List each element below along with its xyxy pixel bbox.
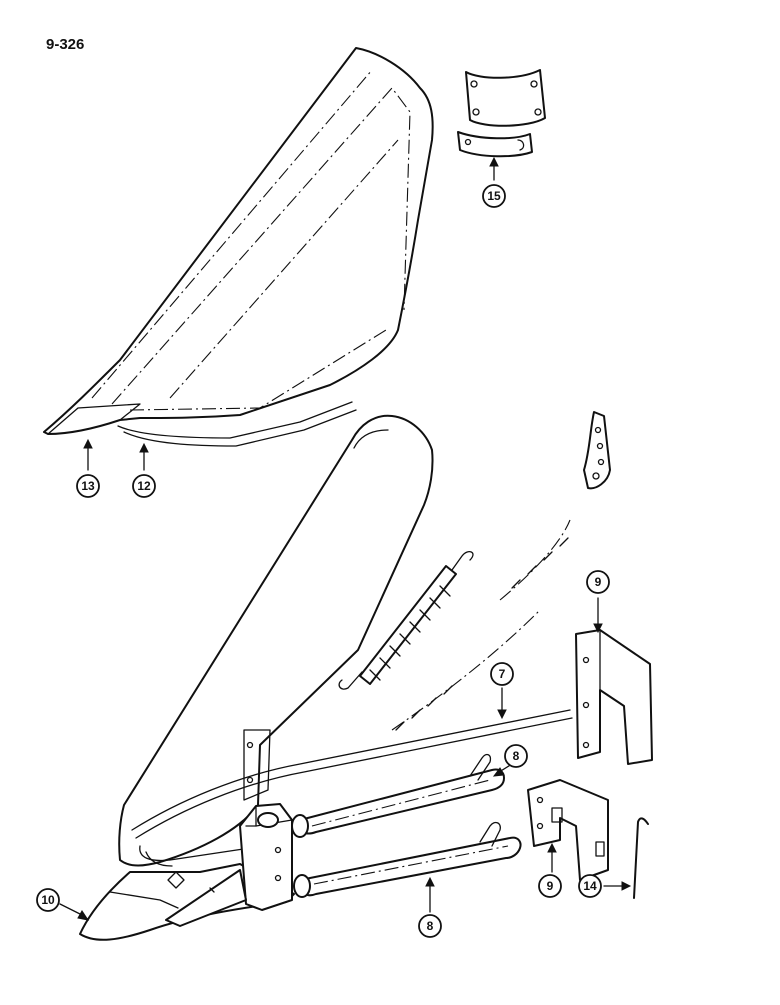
upper-roller [291, 753, 505, 838]
leader-8-top-arrow [492, 767, 505, 777]
leader-10-arrow [77, 910, 90, 921]
callout-13-label: 13 [81, 479, 95, 493]
callout-8-bottom: 8 [418, 914, 442, 938]
callout-10: 10 [36, 888, 60, 912]
lower-bracket [527, 779, 609, 881]
leader-9-bottom-arrow [547, 842, 557, 853]
callout-7: 7 [490, 662, 514, 686]
callout-9-top-label: 9 [595, 575, 602, 589]
hex-key [633, 817, 649, 899]
leader-12-arrow [139, 442, 149, 453]
callout-15-label: 15 [487, 189, 501, 203]
callout-14: 14 [578, 874, 602, 898]
upper-divider-rod [117, 401, 357, 447]
shoe-upright-post [165, 803, 293, 927]
leader-15-arrow [489, 156, 499, 167]
callout-12: 12 [132, 474, 156, 498]
lower-roller [293, 821, 522, 898]
long-rod [131, 709, 573, 867]
leader-8-bottom-arrow [425, 876, 435, 887]
upper-l-bracket [575, 629, 653, 765]
callout-13: 13 [76, 474, 100, 498]
lower-divider-shield [118, 414, 434, 867]
callout-9-top: 9 [586, 570, 610, 594]
leader-9-top-arrow [593, 623, 603, 634]
callout-10-label: 10 [41, 893, 55, 907]
leader-13-arrow [83, 438, 93, 449]
leader-14-arrow [621, 881, 632, 891]
bracket-plate [465, 69, 546, 127]
callout-15: 15 [482, 184, 506, 208]
callout-8-bottom-label: 8 [427, 919, 434, 933]
callout-14-label: 14 [583, 879, 597, 893]
adjustment-bracket [583, 411, 611, 490]
page-number: 9-326 [46, 36, 85, 53]
callout-8-top: 8 [504, 744, 528, 768]
callout-7-label: 7 [499, 667, 506, 681]
upper-divider-shield [43, 47, 434, 435]
leader-7-arrow [497, 709, 507, 720]
callout-8-top-label: 8 [513, 749, 520, 763]
clamp-strap [457, 131, 533, 158]
callout-9-bottom-label: 9 [547, 879, 554, 893]
callout-9-bottom: 9 [538, 874, 562, 898]
tension-spring [338, 551, 474, 690]
callout-12-label: 12 [137, 479, 151, 493]
chain [391, 519, 571, 731]
